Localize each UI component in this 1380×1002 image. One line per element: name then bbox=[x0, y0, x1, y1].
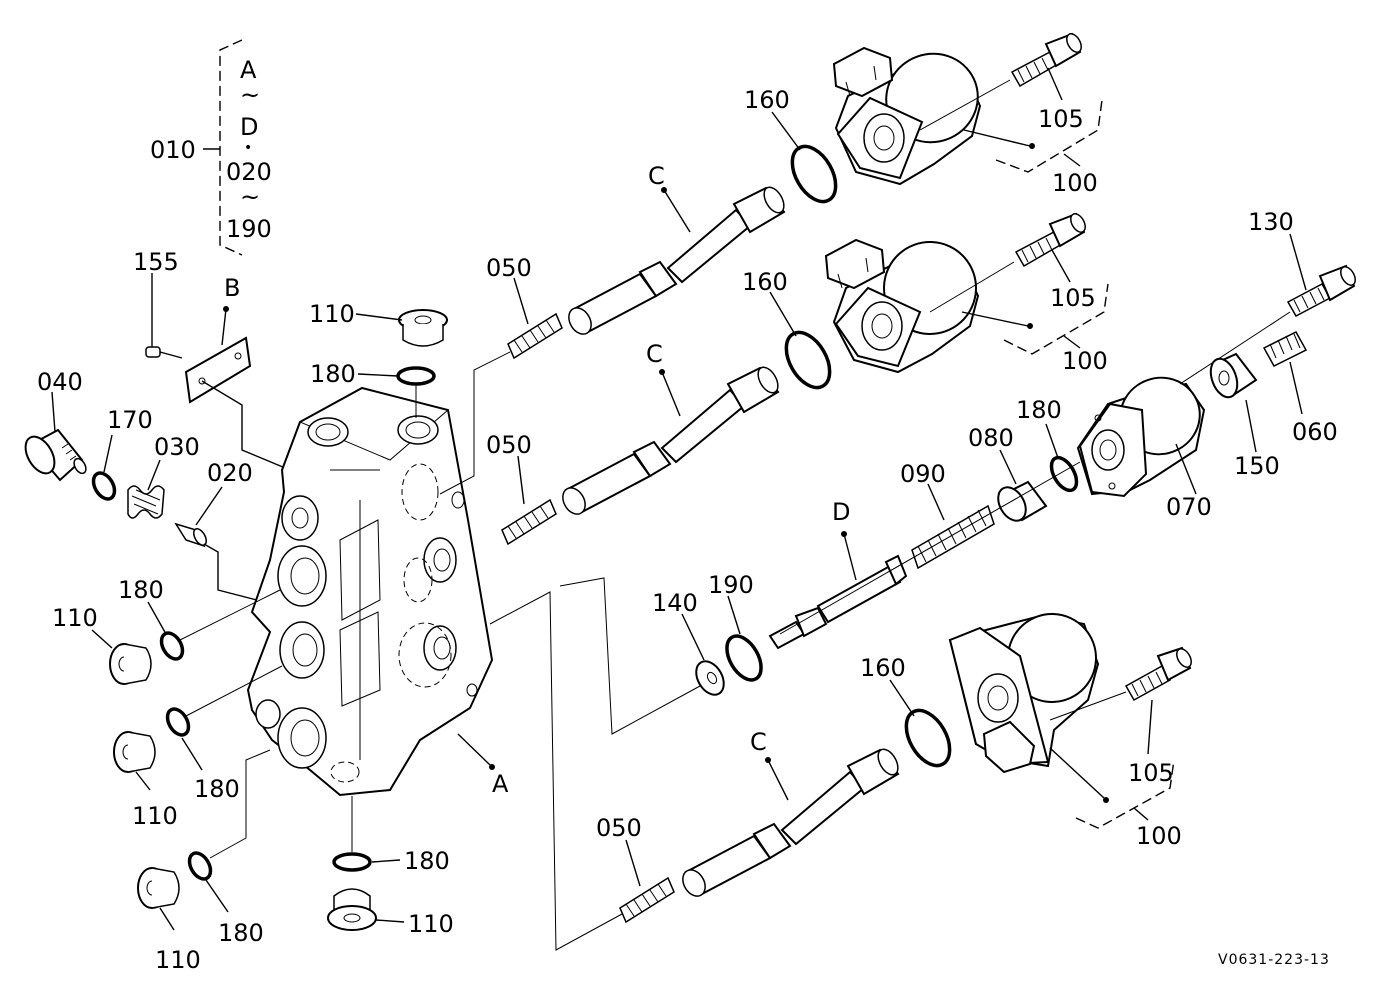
label-110-l1: 110 bbox=[52, 604, 98, 632]
label-180-right: 180 bbox=[1016, 396, 1062, 424]
label-060: 060 bbox=[1292, 418, 1338, 446]
bracket-line-dot: • bbox=[244, 140, 252, 156]
spool-c-2: C bbox=[562, 340, 780, 515]
bracket-line-a: A bbox=[240, 56, 257, 84]
label-b: B bbox=[224, 274, 240, 302]
label-180-l1: 180 bbox=[118, 576, 164, 604]
bracket-line-tilde2: ~ bbox=[240, 183, 260, 211]
solenoid-100-3: 100 bbox=[948, 613, 1182, 850]
name-plate-b: B bbox=[184, 274, 291, 471]
o-ring-160-2: 160 bbox=[742, 268, 832, 390]
label-140: 140 bbox=[652, 589, 698, 617]
label-180-top: 180 bbox=[310, 360, 356, 388]
label-c-2: C bbox=[646, 340, 663, 368]
spring-050-1: 050 bbox=[439, 254, 563, 495]
label-100-1: 100 bbox=[1052, 169, 1098, 197]
plug-080: 080 bbox=[968, 424, 1048, 522]
label-110-top: 110 bbox=[309, 300, 355, 328]
drawing-code: V0631-223-13 bbox=[1218, 952, 1330, 968]
label-070: 070 bbox=[1166, 493, 1212, 521]
spring-030: 030 bbox=[127, 433, 200, 519]
valve-body-a: A bbox=[246, 386, 509, 798]
o-ring-180-left3: 180 bbox=[187, 749, 271, 947]
label-050-1: 050 bbox=[486, 254, 532, 282]
o-ring-180-left2: 180 bbox=[165, 665, 283, 803]
label-160-3: 160 bbox=[860, 654, 906, 682]
solenoid-100-2: 100 bbox=[824, 238, 1109, 375]
label-160-1: 160 bbox=[744, 86, 790, 114]
label-050-3: 050 bbox=[596, 814, 642, 842]
screw-155: 155 bbox=[133, 248, 183, 359]
housing-070: 070 bbox=[1076, 376, 1212, 521]
relief-plug-040: 040 bbox=[24, 368, 87, 482]
plug-110-left3: 110 bbox=[137, 867, 201, 974]
label-040: 040 bbox=[37, 368, 83, 396]
label-150: 150 bbox=[1234, 452, 1280, 480]
label-110-l2: 110 bbox=[132, 802, 178, 830]
label-110-bottom: 110 bbox=[408, 910, 454, 938]
bracket-line-d: D bbox=[240, 113, 258, 141]
label-180-bottom: 180 bbox=[404, 847, 450, 875]
bolt-105-3: 105 bbox=[1049, 646, 1192, 787]
spool-c-1: C bbox=[568, 162, 786, 335]
o-ring-180-top: 180 bbox=[310, 360, 436, 418]
plug-110-left1: 110 bbox=[52, 604, 152, 685]
label-c-1: C bbox=[648, 162, 665, 190]
assembly-bracket: 010 A ~ D • 020 ~ 190 bbox=[150, 39, 272, 256]
bracket-line-020: 020 bbox=[226, 158, 272, 186]
label-130: 130 bbox=[1248, 208, 1294, 236]
spring-090: 090 bbox=[900, 460, 995, 570]
label-105-2: 105 bbox=[1050, 284, 1096, 312]
poppet-020: 020 bbox=[174, 459, 281, 607]
disc-140: 140 bbox=[559, 577, 725, 735]
label-170: 170 bbox=[107, 406, 153, 434]
plug-110-top: 110 bbox=[309, 300, 448, 347]
bolt-130: 130 bbox=[1179, 208, 1356, 385]
bracket-line-tilde1: ~ bbox=[240, 81, 260, 109]
o-ring-180-bottom: 180 bbox=[332, 796, 450, 875]
pin-060: 060 bbox=[1262, 331, 1338, 446]
label-105-1: 105 bbox=[1038, 105, 1084, 133]
label-180-l3: 180 bbox=[218, 919, 264, 947]
label-180-l2: 180 bbox=[194, 775, 240, 803]
label-050-2: 050 bbox=[486, 431, 532, 459]
label-010: 010 bbox=[150, 136, 196, 164]
bolt-105-2: 105 bbox=[929, 212, 1096, 313]
spring-050-3: 050 bbox=[489, 591, 675, 951]
bracket-line-190: 190 bbox=[226, 215, 272, 243]
label-a: A bbox=[492, 770, 509, 798]
label-d: D bbox=[832, 498, 850, 526]
label-160-2: 160 bbox=[742, 268, 788, 296]
label-155: 155 bbox=[133, 248, 179, 276]
collar-150: 150 bbox=[1209, 352, 1280, 480]
plug-110-left2: 110 bbox=[113, 731, 178, 830]
o-ring-180-left1: 180 bbox=[118, 576, 281, 661]
plug-110-bottom: 110 bbox=[327, 888, 454, 938]
o-ring-160-3: 160 bbox=[860, 654, 952, 768]
solenoid-100-1: 100 bbox=[832, 46, 1103, 197]
o-ring-160-1: 160 bbox=[744, 86, 838, 204]
label-100-2: 100 bbox=[1062, 347, 1108, 375]
label-090: 090 bbox=[900, 460, 946, 488]
o-ring-170: 170 bbox=[91, 406, 153, 501]
label-110-l3: 110 bbox=[155, 946, 201, 974]
label-190: 190 bbox=[708, 571, 754, 599]
label-100-3: 100 bbox=[1136, 822, 1182, 850]
label-105-3: 105 bbox=[1128, 759, 1174, 787]
label-020: 020 bbox=[207, 459, 253, 487]
label-030: 030 bbox=[154, 433, 200, 461]
spool-c-3: C bbox=[682, 728, 900, 897]
label-c-3: C bbox=[750, 728, 767, 756]
o-ring-190: 190 bbox=[708, 571, 763, 682]
label-080: 080 bbox=[968, 424, 1014, 452]
spring-050-2: 050 bbox=[486, 431, 557, 546]
o-ring-180-right: 180 bbox=[779, 396, 1081, 635]
bolt-105-1: 105 bbox=[919, 32, 1084, 133]
spool-d: D bbox=[768, 498, 908, 650]
